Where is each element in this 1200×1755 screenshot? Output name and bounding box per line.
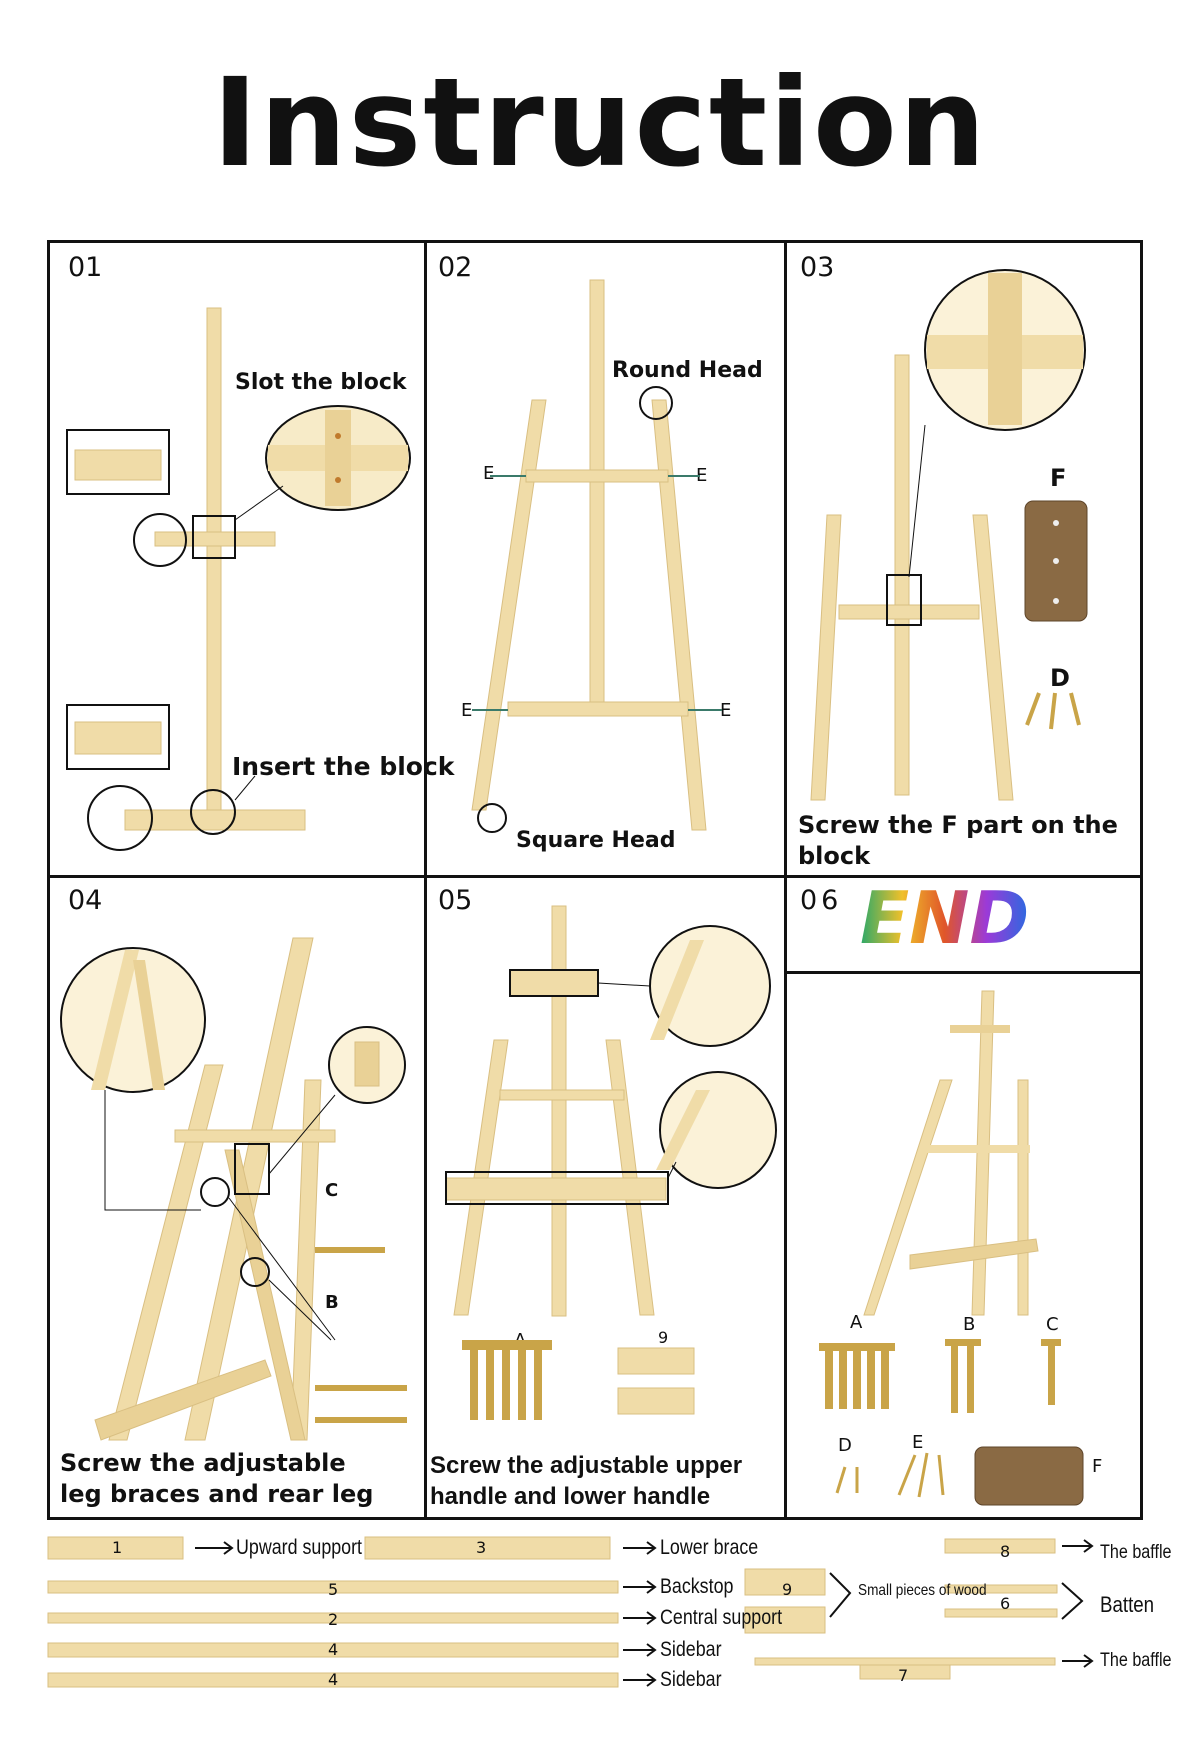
part-label: The baffle [1100,1542,1172,1563]
end-logo: END [860,876,1030,960]
part-b-label: B [325,1292,339,1313]
frame-with-plate-art [810,269,1088,801]
part-number: 8 [1000,1542,1011,1561]
slot-label: Slot the block [235,370,407,395]
screw-e-label: E [461,700,473,721]
step-number: 04 [68,885,103,916]
part-d-label: D [838,1435,852,1456]
part-label: Sidebar [660,1638,722,1661]
part-number: 5 [328,1580,339,1599]
rear-leg-assembly-art [60,937,407,1441]
square-head-label: Square Head [516,828,676,853]
part-label: Sidebar [660,1668,722,1691]
grid-divider [784,243,787,1520]
parts-list-art [47,1536,1094,1688]
part-label: Batten [1100,1592,1155,1617]
part-b-label: B [963,1314,976,1335]
part-f-label: F [1050,464,1067,492]
step-number: 02 [438,252,473,283]
step-number: 03 [800,252,835,283]
part-d-label: D [1050,664,1070,692]
part-number: 4 [328,1640,339,1659]
screw-e-label: E [720,700,732,721]
part-number: 2 [328,1610,339,1629]
easel-frame-art [471,279,722,833]
step-number: 06 [800,885,843,916]
step-caption: Screw the adjustable upper handle and lo… [430,1452,743,1511]
part-9-label: 9 [658,1328,669,1347]
part-label: Lower brace [660,1536,759,1559]
screw-e-label: E [483,463,495,484]
grid-divider [50,875,1143,878]
part-number: 4 [328,1670,339,1689]
screw-e-label: E [696,465,708,486]
insert-label: Insert the block [232,752,455,781]
part-f-label: F [1092,1456,1103,1477]
part-number: 9 [782,1580,793,1599]
part-label: Upward support [236,1536,363,1559]
round-head-label: Round Head [612,358,763,383]
hardware-set-art [819,1339,1084,1506]
grid-divider [784,971,1143,974]
part-a-label: A [850,1312,863,1333]
instruction-grid [47,240,1143,1520]
step-caption: Screw the adjustable leg braces and rear… [60,1449,374,1509]
grid-divider [424,243,427,1520]
page-title: Instruction [212,52,988,194]
handle-assembly-art [445,905,777,1420]
part-number: 7 [898,1666,909,1685]
part-label: Small pieces of wood [858,1582,987,1599]
step-number: 01 [68,252,103,283]
part-number: 6 [1000,1594,1011,1613]
part-e-label: E [912,1432,924,1453]
part-c-label: C [325,1180,339,1201]
part-number: 3 [476,1538,487,1557]
step-caption: Screw the F part on the block [798,811,1118,871]
part-c-label: C [1046,1314,1059,1335]
part-label: Central support [660,1606,783,1629]
step-number: 05 [438,885,473,916]
part-label: Backstop [660,1575,734,1598]
easel-central-support-art [66,307,411,851]
finished-easel-art [863,990,1039,1316]
part-number: 1 [112,1538,123,1557]
part-label: The baffle [1100,1650,1172,1671]
